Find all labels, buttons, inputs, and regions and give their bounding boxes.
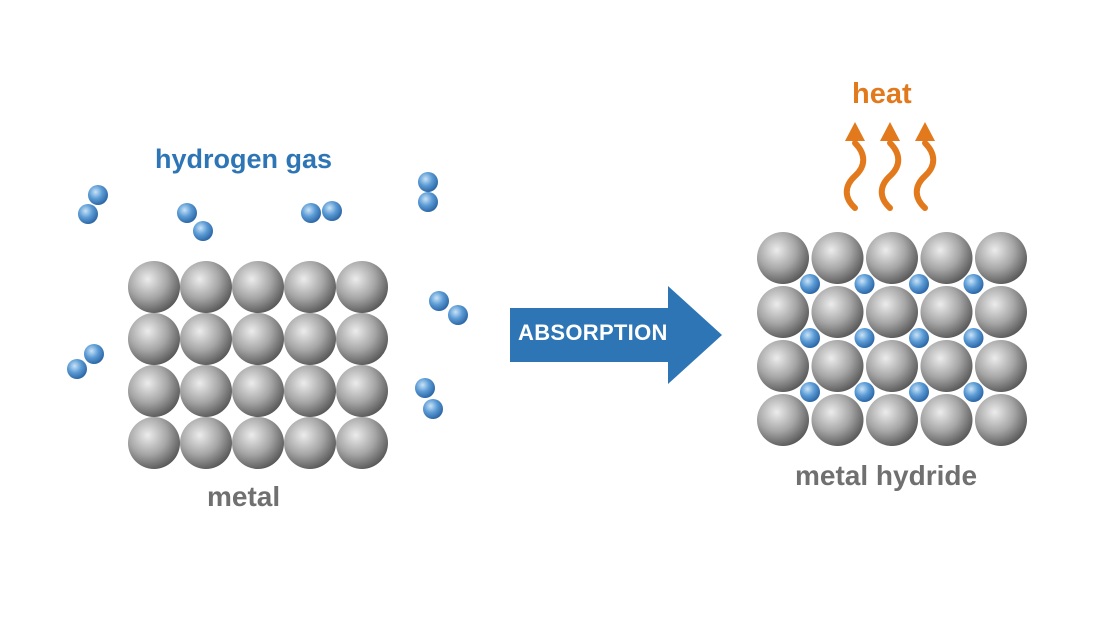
metal-atom — [757, 286, 809, 338]
metal-atom — [180, 313, 232, 365]
hydrogen-atom — [177, 203, 197, 223]
metal-atom — [866, 232, 918, 284]
absorbed-hydrogen-atom — [854, 382, 875, 402]
metal-atom — [128, 261, 180, 313]
absorbed-hydrogen-atom — [963, 382, 984, 402]
heat-arrows — [843, 122, 937, 211]
hydrogen-molecule — [415, 378, 443, 419]
heat-arrow-shaft — [913, 140, 937, 211]
metal-atom — [975, 340, 1027, 392]
absorbed-hydrogen-atoms — [800, 274, 984, 402]
metal-label: metal — [207, 481, 281, 512]
absorbed-hydrogen-atom — [854, 328, 875, 348]
metal-atom — [920, 232, 973, 284]
absorbed-hydrogen-atom — [909, 382, 929, 402]
metal-atom — [920, 394, 973, 446]
hydrogen-atom — [84, 344, 104, 364]
hydrogen-atom — [418, 192, 438, 212]
heat-arrow-head — [915, 122, 935, 141]
hydrogen-atom — [193, 221, 213, 241]
metal-atom — [232, 417, 284, 469]
hydrogen-atom — [67, 359, 87, 379]
metal-atom — [336, 313, 388, 365]
hydrogen-atom — [301, 203, 321, 223]
metal-hydride-label: metal hydride — [795, 460, 978, 491]
metal-hydride-lattice — [757, 232, 1027, 446]
metal-atom — [128, 313, 180, 365]
hydrogen-atom — [88, 185, 108, 205]
metal-atom — [920, 340, 973, 392]
hydrogen-atom — [423, 399, 443, 419]
metal-atom — [866, 286, 918, 338]
metal-atom — [232, 313, 284, 365]
heat-arrow-shaft — [878, 140, 902, 211]
hydrogen-gas-molecules — [67, 172, 468, 419]
heat-arrow-head — [845, 122, 865, 141]
metal-atom — [180, 417, 232, 469]
hydrogen-molecule — [429, 291, 468, 325]
metal-atom — [180, 365, 232, 417]
hydrogen-atom — [78, 204, 98, 224]
heat-arrow-shaft — [843, 140, 867, 211]
hydrogen-molecule — [301, 201, 342, 223]
absorbed-hydrogen-atom — [800, 274, 820, 294]
metal-atom — [975, 286, 1027, 338]
metal-atom — [757, 394, 809, 446]
hydrogen-molecule — [177, 203, 213, 241]
metal-atom — [757, 232, 809, 284]
metal-atom — [128, 365, 180, 417]
absorbed-hydrogen-atom — [909, 328, 929, 348]
absorbed-hydrogen-atom — [854, 274, 875, 294]
hydrogen-gas-label: hydrogen gas — [155, 144, 333, 174]
heat-arrow — [843, 122, 867, 211]
metal-atom — [757, 340, 809, 392]
metal-atom — [920, 286, 973, 338]
absorption-arrow — [510, 286, 722, 384]
metal-atom — [180, 261, 232, 313]
metal-atom — [866, 394, 918, 446]
metal-atom — [975, 232, 1027, 284]
heat-arrow — [913, 122, 937, 211]
absorbed-hydrogen-atom — [963, 328, 984, 348]
hydrogen-atom — [415, 378, 435, 398]
metal-atom — [232, 365, 284, 417]
metal-atom — [284, 261, 336, 313]
absorbed-hydrogen-atom — [800, 382, 820, 402]
absorbed-hydrogen-atom — [800, 328, 820, 348]
metal-atom — [284, 365, 336, 417]
hydrogen-atom — [418, 172, 438, 192]
metal-atom — [336, 261, 388, 313]
metal-atom — [336, 417, 388, 469]
heat-arrow-head — [880, 122, 900, 141]
metal-lattice — [128, 261, 388, 469]
absorption-label: ABSORPTION — [518, 320, 668, 345]
metal-atom — [811, 286, 864, 338]
metal-atom — [284, 313, 336, 365]
heat-label: heat — [852, 78, 912, 110]
heat-arrow — [878, 122, 902, 211]
hydrogen-molecule — [78, 185, 108, 224]
metal-atom — [128, 417, 180, 469]
absorbed-hydrogen-atom — [909, 274, 929, 294]
metal-atom — [811, 340, 864, 392]
metal-atom — [811, 232, 864, 284]
metal-atom — [232, 261, 284, 313]
metal-atom — [975, 394, 1027, 446]
metal-atom — [866, 340, 918, 392]
absorbed-hydrogen-atom — [963, 274, 984, 294]
hydrogen-atom — [448, 305, 468, 325]
hydrogen-molecule — [418, 172, 438, 212]
hydrogen-atom — [429, 291, 449, 311]
metal-atom — [336, 365, 388, 417]
hydrogen-molecule — [67, 344, 104, 379]
metal-atom — [284, 417, 336, 469]
metal-atom — [811, 394, 864, 446]
hydrogen-atom — [322, 201, 342, 221]
